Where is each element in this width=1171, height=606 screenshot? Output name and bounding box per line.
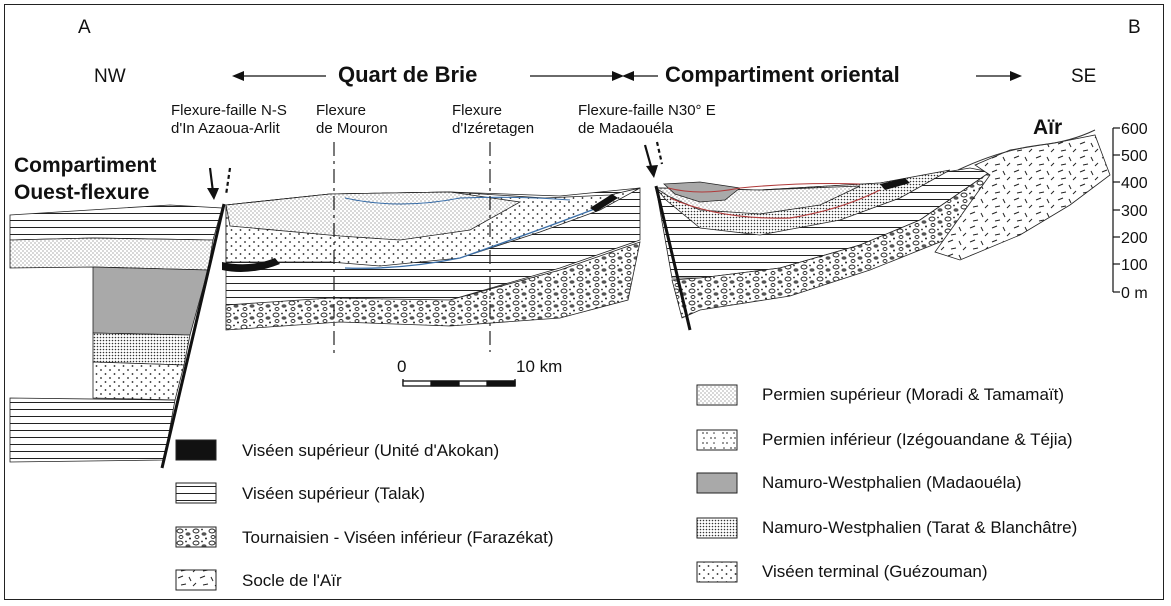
flexure-izeretagen-line2: d'Izéretagen [452,120,534,137]
akokan-lens-west [222,258,280,272]
legend-swatch-moradi [696,384,738,406]
legend-swatch-talak [175,482,217,504]
legend-label-izegouandane: Permien inférieur (Izégouandane & Téjia) [762,430,1073,449]
fault-in-azaoua [160,203,226,469]
legend-label-madaouela: Namuro-Westphalien (Madaouéla) [762,473,1022,492]
elevation-axis [1112,127,1120,293]
legend-right: Permien supérieur (Moradi & Tamamaït) Pe… [696,384,1077,583]
domain-arrows [232,71,1022,81]
corner-label-b: B [1128,17,1141,38]
legend-left: Viséen supérieur (Unité d'Akokan) Viséen… [175,439,554,591]
legend-swatch-madaouela [696,472,738,494]
legend-swatch-guezouman [696,561,738,583]
scale-end-label: 10 km [516,357,562,376]
flexure-mouron-line2: de Mouron [316,120,388,137]
legend-label-moradi: Permien supérieur (Moradi & Tamamaït) [762,385,1064,404]
legend-label-socle: Socle de l'Aïr [242,571,342,590]
fault-arrow-east [643,141,664,178]
figure-frame [4,4,1164,600]
akokan-lens-east [880,178,910,190]
domain-compartiment-oriental: Compartiment oriental [665,62,900,87]
legend-swatch-tarat [696,517,738,539]
legend-label-tarat: Namuro-Westphalien (Tarat & Blanchâtre) [762,518,1077,537]
air-label: Aïr [1033,116,1062,139]
legend-label-guezouman: Viséen terminal (Guézouman) [762,562,988,581]
domain-quart-de-brie: Quart de Brie [338,62,477,87]
topographic-surface-air [957,129,1096,171]
legend-swatch-izegouandane [696,429,738,451]
compartiment-ouest-line1: Compartiment [14,154,156,177]
red-contact-line-upper [667,182,861,193]
west-compartment [9,204,223,463]
scale-bar [402,379,516,387]
west-fault-label-line1: Flexure-faille N-S [171,102,287,119]
legend-swatch-akokan [175,439,217,461]
elevation-tick-200: 200 [1121,230,1148,247]
flexure-izeretagen-line1: Flexure [452,102,502,119]
fault-arrow-west [207,167,232,200]
elevation-tick-0: 0 m [1121,285,1148,302]
east-fault-label-line1: Flexure-faille N30° E [578,102,716,119]
fault-madaouela [654,185,692,331]
flexure-mouron-line1: Flexure [316,102,366,119]
elevation-tick-500: 500 [1121,148,1148,165]
east-fault-label-line2: de Madaouéla [578,120,674,137]
blue-contact-line-upper [344,196,571,205]
compartiment-ouest-line2: Ouest-flexure [14,181,149,204]
legend-label-farazekat: Tournaisien - Viséen inférieur (Farazéka… [242,528,554,547]
west-fault-label-line2: d'In Azaoua-Arlit [171,120,281,137]
akokan-lens-center [590,194,618,212]
oriental-block [654,134,1111,319]
elevation-tick-600: 600 [1121,121,1148,138]
direction-se: SE [1071,66,1096,87]
scale-start-label: 0 [397,357,406,376]
legend-swatch-farazekat [175,526,217,548]
quart-de-brie-block [225,187,641,331]
elevation-tick-400: 400 [1121,175,1148,192]
red-contact-line [669,189,881,219]
legend-swatch-socle [175,569,217,591]
elevation-tick-100: 100 [1121,257,1148,274]
elevation-tick-300: 300 [1121,203,1148,220]
legend-label-talak: Viséen supérieur (Talak) [242,484,425,503]
legend-label-akokan: Viséen supérieur (Unité d'Akokan) [242,441,499,460]
corner-label-a: A [78,17,91,38]
blue-contact-line [344,204,606,269]
direction-nw: NW [94,66,126,87]
